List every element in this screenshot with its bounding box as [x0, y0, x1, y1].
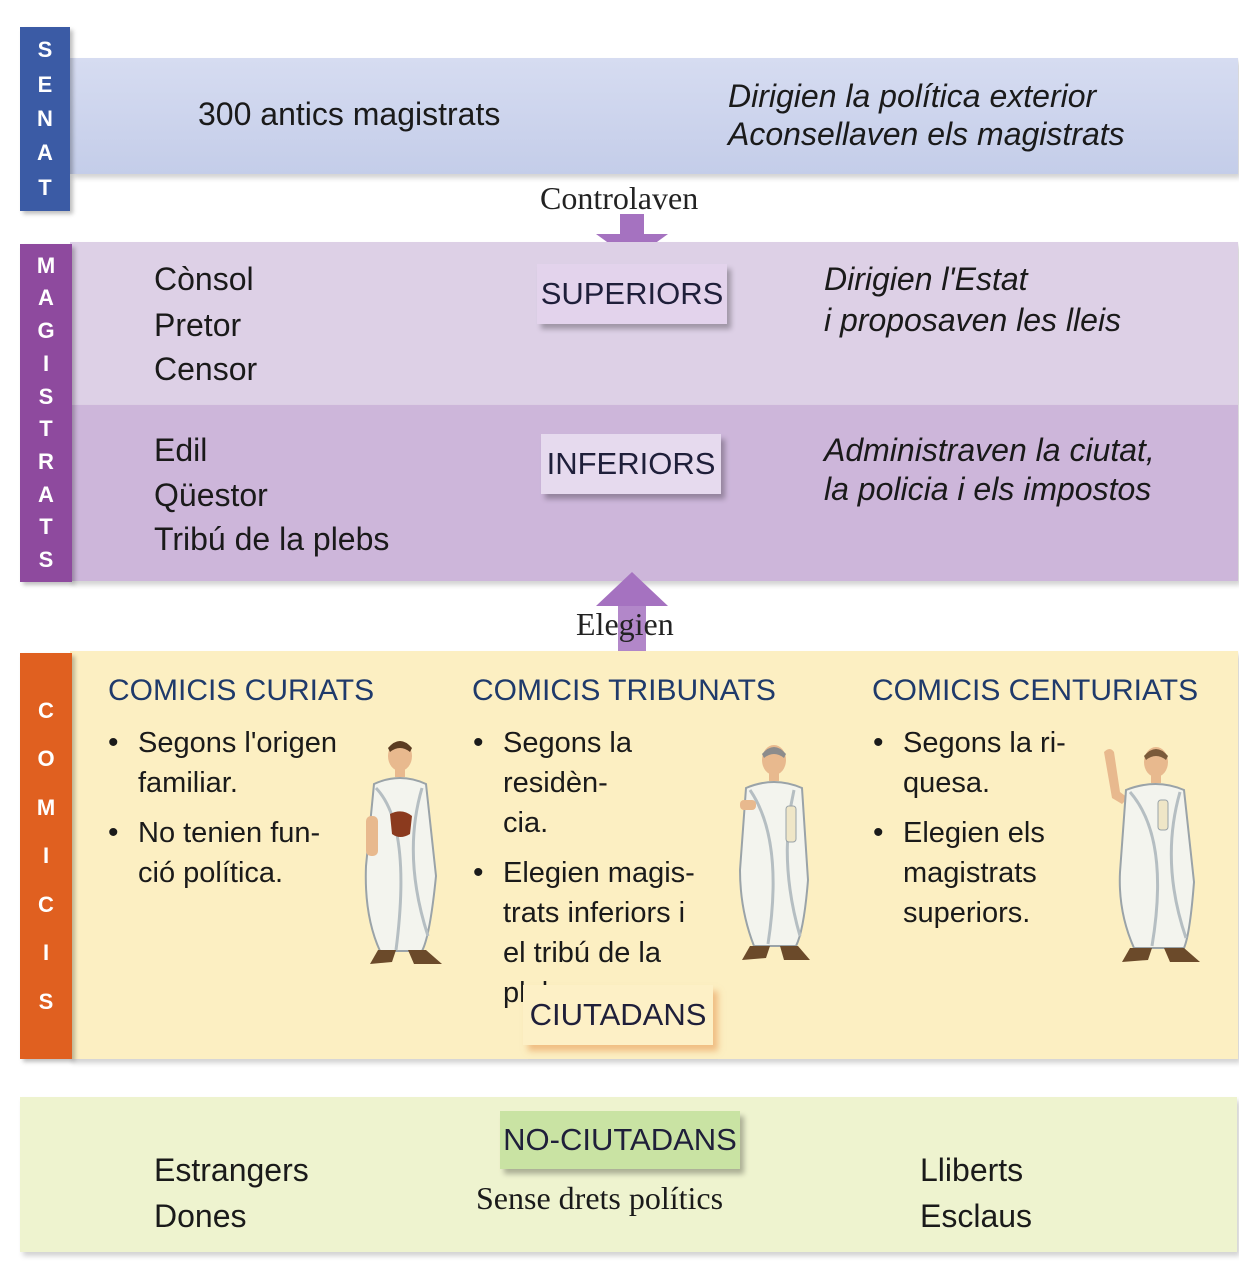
side-letter: S: [38, 383, 54, 409]
no-ciutadans-subtitle: Sense drets polítics: [476, 1180, 724, 1216]
side-letter: T: [39, 514, 53, 540]
side-letter: O: [37, 746, 55, 771]
arrow-up-icon: [596, 572, 668, 656]
inferiors-tag: INFERIORS: [541, 434, 721, 494]
list-item: Segons la residèn- cia.: [469, 723, 739, 843]
inferiors-office-tribu: Tribú de la plebs: [154, 521, 390, 557]
side-letter: M: [36, 252, 56, 278]
no-ciutadans-dones: Dones: [154, 1198, 247, 1234]
side-letter: C: [38, 697, 54, 723]
senat-function-2: Aconsellaven els magistrats: [728, 116, 1125, 152]
side-letter: S: [38, 547, 54, 573]
comicis-curiats-list: Segons l'origen familiar. No tenien fun-…: [104, 723, 374, 903]
no-ciutadans-estrangers: Estrangers: [154, 1152, 309, 1188]
arrow-up-label: Elegien: [576, 606, 674, 642]
side-letter: A: [38, 481, 54, 507]
side-letter: T: [39, 416, 53, 442]
list-item: No tenien fun- ció política.: [104, 813, 374, 893]
side-letter: E: [37, 71, 53, 97]
senat-side-label: S E N A T: [20, 27, 70, 211]
list-item: Segons l'origen familiar.: [104, 723, 374, 803]
no-ciutadans-tag: NO-CIUTADANS: [500, 1111, 740, 1169]
senat-members: 300 antics magistrats: [198, 96, 501, 132]
list-item: Segons la ri- quesa.: [869, 723, 1089, 803]
list-item: Elegien magis- trats inferiors i el trib…: [469, 853, 739, 1013]
comicis-centuriats-list: Segons la ri- quesa. Elegien els magistr…: [869, 723, 1089, 943]
side-letter: S: [38, 988, 54, 1014]
roman-orator-toga-icon: [1104, 747, 1200, 962]
list-item: Elegien els magistrats superiors.: [869, 813, 1089, 933]
ciutadans-tag: CIUTADANS: [523, 985, 713, 1045]
senat-function-1: Dirigien la política exterior: [728, 78, 1097, 114]
no-ciutadans-esclaus: Esclaus: [920, 1198, 1033, 1234]
superiors-office-pretor: Pretor: [154, 307, 242, 343]
side-letter: C: [38, 891, 54, 917]
superiors-function-1: Dirigien l'Estat: [824, 261, 1028, 297]
side-letter: N: [37, 105, 53, 131]
side-letter: I: [42, 350, 50, 376]
comicis-curiats-title: COMICIS CURIATS: [108, 674, 375, 707]
side-letter: S: [37, 37, 53, 63]
superiors-office-consol: Cònsol: [154, 261, 254, 297]
side-letter: R: [38, 449, 54, 475]
side-letter: T: [38, 174, 52, 200]
comicis-tribunats-title: COMICIS TRIBUNATS: [472, 674, 776, 707]
senat-band: [70, 58, 1238, 174]
inferiors-function-2: la policia i els impostos: [824, 471, 1152, 507]
side-letter: M: [36, 794, 56, 820]
superiors-tag: SUPERIORS: [537, 264, 727, 324]
comicis-tribunats-list: Segons la residèn- cia. Elegien magis- t…: [469, 723, 739, 1023]
comicis-side-label: C O M I C I S: [20, 653, 72, 1059]
side-letter: G: [37, 318, 55, 344]
roman-citizen-scroll-icon: [738, 745, 810, 960]
side-letter: A: [38, 285, 54, 311]
magistrats-side-label: M A G I S T R A T S: [20, 244, 72, 582]
arrow-down-label: Controlaven: [540, 180, 699, 216]
superiors-function-2: i proposaven les lleis: [824, 302, 1122, 338]
side-letter: A: [37, 140, 53, 166]
side-letter: I: [42, 843, 50, 868]
inferiors-office-questor: Qüestor: [154, 477, 268, 513]
inferiors-office-edil: Edil: [154, 432, 208, 468]
roman-citizen-toga-icon: [364, 741, 442, 964]
no-ciutadans-lliberts: Lliberts: [920, 1152, 1024, 1188]
superiors-office-censor: Censor: [154, 351, 258, 387]
side-letter: I: [42, 940, 50, 965]
comicis-centuriats-title: COMICIS CENTURIATS: [872, 674, 1199, 707]
inferiors-function-1: Administraven la ciutat,: [824, 432, 1155, 468]
